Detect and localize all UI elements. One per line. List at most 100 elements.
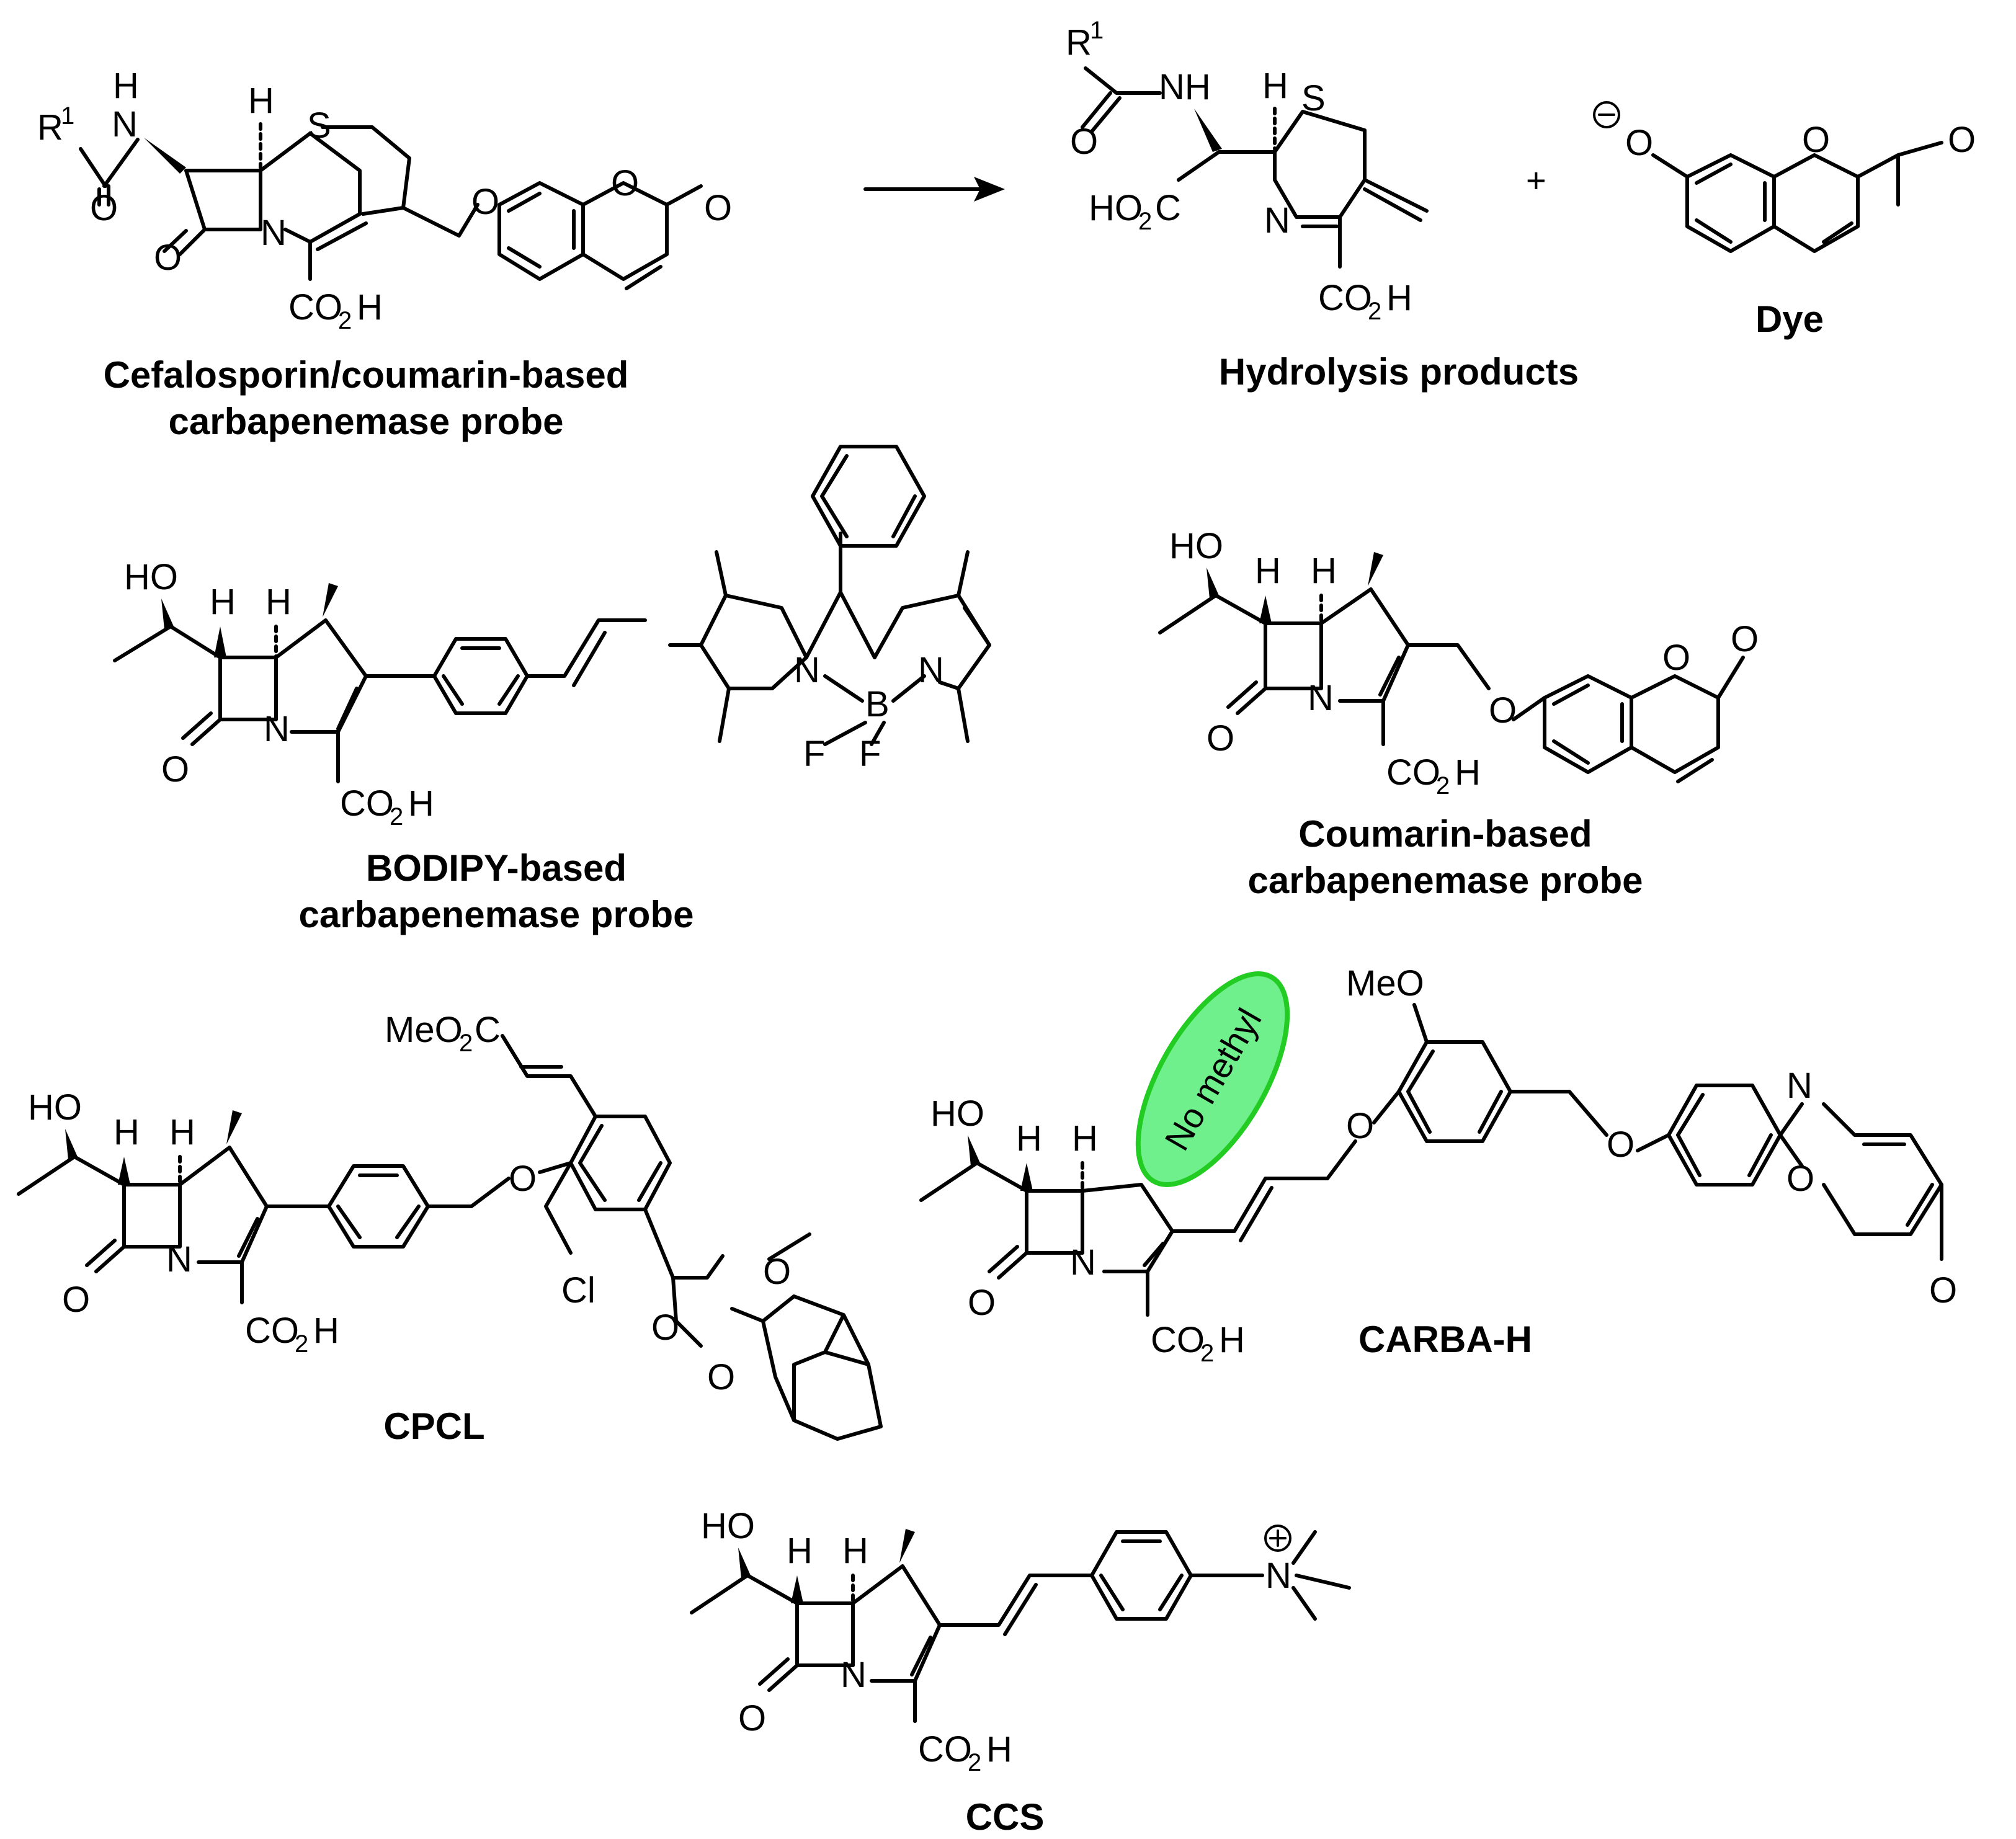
svg-text:O: O: [471, 182, 499, 222]
svg-text:O: O: [1346, 1106, 1374, 1146]
svg-text:CO: CO: [288, 287, 342, 327]
svg-text:H: H: [113, 66, 139, 106]
svg-text:H: H: [313, 1311, 339, 1351]
svg-text:O: O: [1929, 1270, 1957, 1311]
plus-sign: +: [1526, 161, 1546, 200]
svg-text:R: R: [37, 107, 63, 148]
svg-text:CO: CO: [918, 1729, 972, 1770]
svg-text:H: H: [1072, 1118, 1098, 1159]
cephalosporin-probe-label-1: Cefalosporin/coumarin-based: [104, 354, 629, 396]
svg-text:CO: CO: [340, 783, 394, 824]
svg-text:O: O: [707, 1357, 735, 1397]
svg-text:O: O: [509, 1159, 537, 1199]
hydrolysis-product-structure: R 1 O NH HO 2 C H S N CO 2 H: [1066, 17, 1429, 325]
svg-text:N: N: [166, 1239, 192, 1280]
svg-text:O: O: [611, 163, 639, 203]
cpcl-structure: HO H H O N CO 2 H O MeO 2 C Cl O O: [17, 1010, 883, 1441]
svg-text:N: N: [1070, 1242, 1096, 1283]
svg-text:O: O: [154, 238, 182, 278]
svg-text:N: N: [112, 104, 138, 145]
svg-text:1: 1: [1090, 17, 1104, 44]
svg-text:F: F: [859, 734, 881, 774]
svg-text:C: C: [1155, 188, 1181, 228]
svg-text:H: H: [210, 582, 236, 622]
svg-text:NH: NH: [1159, 67, 1211, 107]
cephalosporin-probe-structure: R 1 H N O O H N S O CO 2 H O O: [37, 66, 732, 334]
svg-text:2: 2: [295, 1330, 308, 1358]
svg-text:H: H: [248, 81, 274, 121]
svg-text:H: H: [1455, 752, 1481, 793]
svg-text:O: O: [62, 1280, 90, 1320]
svg-text:O: O: [763, 1252, 791, 1292]
svg-text:N: N: [1264, 200, 1290, 241]
svg-text:H: H: [986, 1729, 1012, 1770]
svg-text:O: O: [1662, 638, 1690, 678]
coumarin-probe-label-2: carbapenemase probe: [1248, 860, 1643, 901]
cpcl-label: CPCL: [383, 1405, 484, 1447]
bodipy-probe-structure: HO H H O N CO 2 H N B F F N: [113, 445, 991, 830]
svg-text:N: N: [841, 1655, 867, 1695]
reaction-arrow: [863, 177, 1005, 202]
svg-text:N: N: [1265, 1556, 1291, 1596]
hydrolysis-products-label: Hydrolysis products: [1219, 351, 1579, 393]
svg-text:R: R: [1066, 22, 1092, 63]
svg-text:H: H: [1311, 551, 1337, 591]
coumarin-probe-structure: HO H H O N CO 2 H O O O: [1158, 526, 1759, 799]
ccs-structure: HO H H O N CO 2 H N: [690, 1506, 1351, 1776]
svg-text:CO: CO: [1318, 278, 1372, 318]
svg-text:HO: HO: [124, 557, 178, 597]
svg-text:O: O: [1625, 123, 1653, 163]
svg-text:CO: CO: [245, 1311, 299, 1351]
svg-text:H: H: [408, 783, 434, 824]
svg-text:N: N: [264, 709, 290, 749]
svg-text:O: O: [1489, 690, 1517, 731]
svg-text:HO: HO: [1089, 188, 1143, 228]
svg-text:2: 2: [968, 1749, 981, 1776]
svg-text:O: O: [1070, 122, 1098, 162]
svg-text:O: O: [161, 749, 189, 790]
cephalosporin-probe-label-2: carbapenemase probe: [169, 401, 564, 442]
dye-structure: O O O: [1593, 101, 1976, 253]
svg-text:F: F: [803, 734, 825, 774]
svg-text:B: B: [865, 684, 890, 724]
svg-text:H: H: [842, 1531, 868, 1571]
coumarin-probe-label-1: Coumarin-based: [1298, 813, 1592, 855]
svg-text:H: H: [357, 287, 383, 327]
carba-h-structure: HO H H O N CO 2 H O MeO O N O O: [919, 963, 1957, 1367]
svg-text:H: H: [1255, 551, 1281, 591]
svg-text:HO: HO: [930, 1093, 984, 1134]
svg-text:1: 1: [61, 102, 74, 130]
ccs-label: CCS: [966, 1796, 1045, 1838]
svg-text:O: O: [1948, 120, 1976, 160]
svg-text:O: O: [1206, 718, 1234, 759]
svg-text:N: N: [1308, 678, 1334, 718]
svg-text:H: H: [114, 1112, 140, 1152]
svg-text:N: N: [261, 213, 287, 253]
svg-text:2: 2: [1436, 772, 1450, 799]
svg-text:2: 2: [1138, 208, 1152, 235]
svg-text:H: H: [1219, 1320, 1245, 1360]
svg-text:O: O: [1802, 120, 1830, 160]
svg-text:O: O: [1731, 619, 1759, 659]
svg-text:H: H: [1262, 66, 1288, 106]
svg-text:HO: HO: [1169, 526, 1223, 566]
svg-text:2: 2: [1200, 1340, 1214, 1367]
svg-text:O: O: [1786, 1159, 1814, 1199]
svg-text:MeO: MeO: [385, 1010, 463, 1050]
carba-h-label: CARBA-H: [1358, 1319, 1532, 1360]
svg-text:S: S: [1301, 78, 1326, 118]
svg-text:O: O: [738, 1698, 766, 1739]
svg-text:CO: CO: [1151, 1320, 1205, 1360]
svg-text:2: 2: [390, 803, 403, 830]
svg-text:MeO: MeO: [1346, 963, 1424, 1004]
svg-text:H: H: [169, 1112, 195, 1152]
svg-text:H: H: [787, 1531, 813, 1571]
svg-text:O: O: [90, 188, 118, 228]
svg-text:Cl: Cl: [561, 1270, 595, 1311]
svg-text:2: 2: [459, 1030, 473, 1057]
dye-label: Dye: [1755, 298, 1824, 340]
bodipy-probe-label-1: BODIPY-based: [366, 847, 627, 889]
svg-text:CO: CO: [1386, 752, 1440, 793]
